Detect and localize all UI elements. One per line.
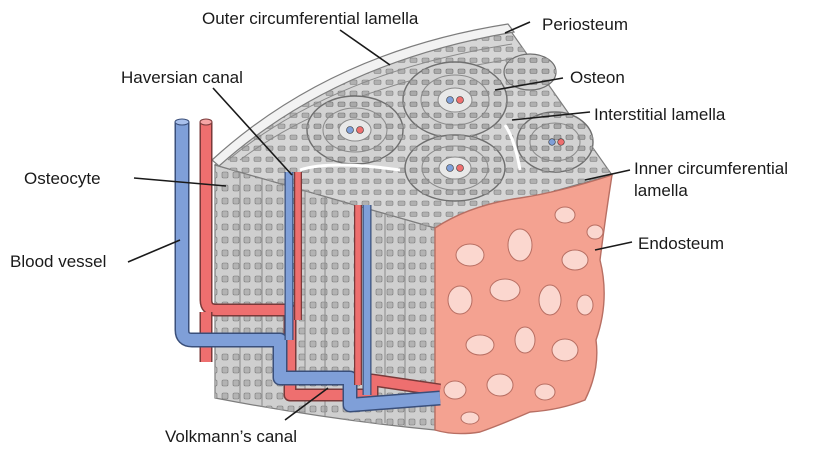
label-inner-circumferential-lamella-line2: lamella <box>634 181 688 200</box>
leader-outer-circumferential-lamella <box>340 30 390 65</box>
osteon <box>405 135 505 201</box>
label-blood-vessel: Blood vessel <box>10 252 106 271</box>
osteon <box>307 96 403 164</box>
leader-blood-vessel <box>128 240 180 262</box>
label-haversian-canal: Haversian canal <box>121 68 243 87</box>
label-inner-circumferential-lamella-line1: Inner circumferential <box>634 159 788 178</box>
label-osteon: Osteon <box>570 68 625 87</box>
label-osteocyte: Osteocyte <box>24 169 101 188</box>
label-interstitial-lamella: Interstitial lamella <box>594 105 726 124</box>
label-outer-circumferential-lamella: Outer circumferential lamella <box>202 9 419 28</box>
spongy-bone <box>435 175 612 434</box>
label-endosteum: Endosteum <box>638 234 724 253</box>
osteon <box>403 62 507 138</box>
label-periosteum: Periosteum <box>542 15 628 34</box>
osteon <box>517 112 593 172</box>
label-volkmanns-canal: Volkmann’s canal <box>165 427 297 446</box>
